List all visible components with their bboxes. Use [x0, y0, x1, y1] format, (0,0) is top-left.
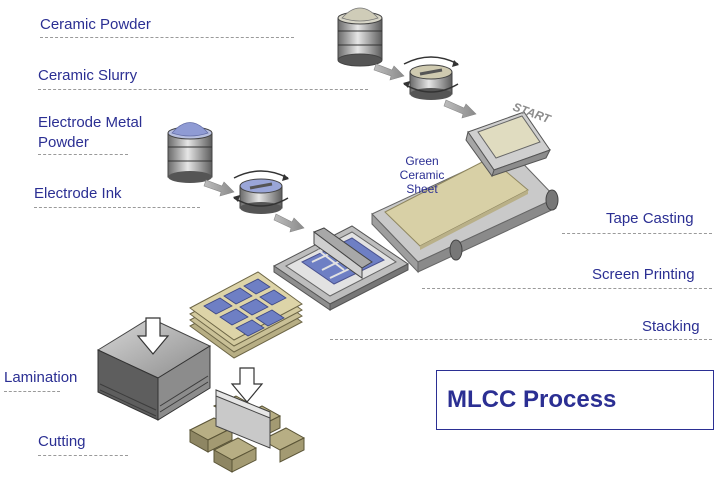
diagram-title: MLCC Process [447, 386, 617, 413]
label-electrode-metal-powder-line1: Electrode Metal [38, 114, 143, 131]
cutting-chips [188, 367, 306, 473]
label-cutting: Cutting [38, 433, 86, 450]
dash-stacking [330, 339, 712, 340]
arrow-powder-to-slurry-icon [373, 63, 405, 81]
dash-cutting [38, 455, 128, 456]
electrode-metal-powder-drum-icon [167, 122, 213, 183]
label-green-sheet-line2: Ceramic [399, 168, 445, 182]
dash-electrode-ink [34, 207, 200, 208]
label-stacking: Stacking [642, 318, 700, 335]
dash-electrode-metal-powder [38, 154, 128, 155]
label-electrode-metal-powder-line2: Powder [38, 134, 89, 151]
label-ceramic-slurry: Ceramic Slurry [38, 67, 138, 84]
label-green-sheet-line3: Sheet [406, 182, 438, 196]
arrow-ink-to-printer-icon [273, 213, 305, 233]
screen-printer [273, 225, 409, 311]
dash-lamination [4, 391, 60, 392]
label-green-ceramic-sheet: Green Ceramic Sheet [392, 154, 452, 196]
dash-ceramic-powder [40, 37, 294, 38]
dash-ceramic-slurry [38, 89, 368, 90]
label-green-sheet-line1: Green [405, 154, 439, 168]
press-arrow-icon [136, 317, 170, 355]
title-box: MLCC Process [436, 370, 714, 430]
label-tape-casting: Tape Casting [606, 210, 694, 227]
tape-casting-machine [371, 111, 559, 274]
dash-tape-casting [562, 233, 712, 234]
label-ceramic-powder: Ceramic Powder [40, 16, 151, 33]
ceramic-powder-drum-icon [337, 7, 383, 67]
stacked-sheets [189, 271, 303, 359]
dash-screen-printing [422, 288, 712, 289]
arrow-slurry-to-caster-icon [443, 99, 477, 119]
flow-arrows [203, 63, 477, 233]
ceramic-slurry-mixer-icon [403, 56, 459, 100]
electrode-ink-mixer-icon [233, 170, 289, 214]
label-lamination: Lamination [4, 369, 78, 386]
cut-arrow-icon [230, 367, 264, 403]
lamination-block [96, 317, 212, 421]
arrow-metal-to-ink-icon [203, 179, 235, 197]
label-screen-printing: Screen Printing [592, 266, 695, 283]
label-electrode-ink: Electrode Ink [34, 185, 122, 202]
